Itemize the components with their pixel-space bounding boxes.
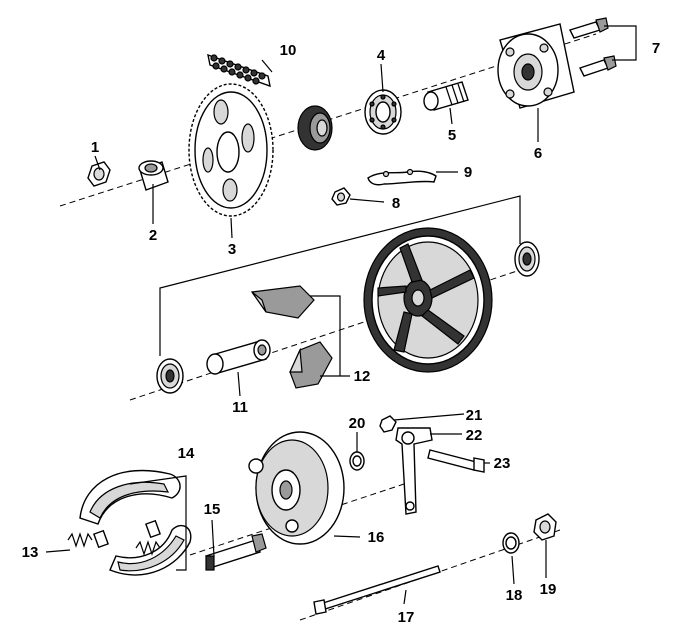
- callout-2: 2: [149, 227, 157, 244]
- part-bearing-wheel-right: [514, 241, 540, 277]
- part-lock-plate: [367, 168, 437, 186]
- callout-7: 7: [652, 40, 660, 57]
- callout-15: 15: [204, 501, 221, 518]
- callout-17: 17: [398, 609, 415, 626]
- part-collar: [138, 160, 169, 191]
- callout-20: 20: [349, 415, 366, 432]
- part-washer-axle: [502, 532, 520, 554]
- callout-10: 10: [280, 42, 297, 59]
- bearing-bracket-line: [159, 195, 521, 356]
- part-axle: [313, 565, 441, 615]
- part-brake-cam: [205, 533, 267, 571]
- part-small-nut: [331, 187, 351, 206]
- part-nut: [87, 161, 111, 187]
- part-bearing-wheel-left: [156, 358, 184, 394]
- callout-8: 8: [392, 195, 400, 212]
- callout-11: 11: [232, 399, 248, 416]
- callout-14: 14: [178, 445, 195, 462]
- callout-22: 22: [466, 427, 483, 444]
- callout-3: 3: [228, 241, 236, 258]
- part-threaded-collar: [423, 81, 469, 111]
- part-studs: [569, 17, 617, 77]
- leader-lines: [45, 25, 637, 605]
- axle-axis-line: [299, 529, 561, 621]
- callout-23: 23: [494, 455, 511, 472]
- part-springs: [67, 532, 161, 556]
- callout-18: 18: [506, 587, 523, 604]
- callout-9: 9: [464, 164, 472, 181]
- part-chain: [207, 53, 271, 88]
- callout-4: 4: [377, 47, 386, 64]
- part-washer-small: [349, 451, 365, 471]
- part-bolt-arm: [427, 449, 485, 473]
- part-bearing-sprocket: [364, 89, 402, 135]
- callout-5: 5: [448, 127, 456, 144]
- callout-6: 6: [534, 145, 542, 162]
- part-spacer-tube: [206, 339, 271, 375]
- callout-1: 1: [91, 139, 99, 156]
- callout-21: 21: [466, 407, 483, 424]
- callout-19: 19: [540, 581, 557, 598]
- part-brake-shoes: [79, 469, 192, 576]
- part-wheel: [363, 227, 493, 373]
- part-seal: [297, 105, 333, 151]
- callout-12: 12: [354, 368, 371, 385]
- part-sprocket: [188, 83, 274, 217]
- callout-16: 16: [368, 529, 385, 546]
- callout-13: 13: [22, 544, 39, 561]
- part-brake-panel: [248, 431, 345, 545]
- part-brake-arm: [379, 415, 433, 515]
- callout-labels: 1 2 3 4 5 6 7 8 9 10 11 12 13 14 15 16 1…: [22, 40, 661, 626]
- part-sprocket-hub: [497, 23, 575, 109]
- part-axle-nut: [533, 513, 557, 541]
